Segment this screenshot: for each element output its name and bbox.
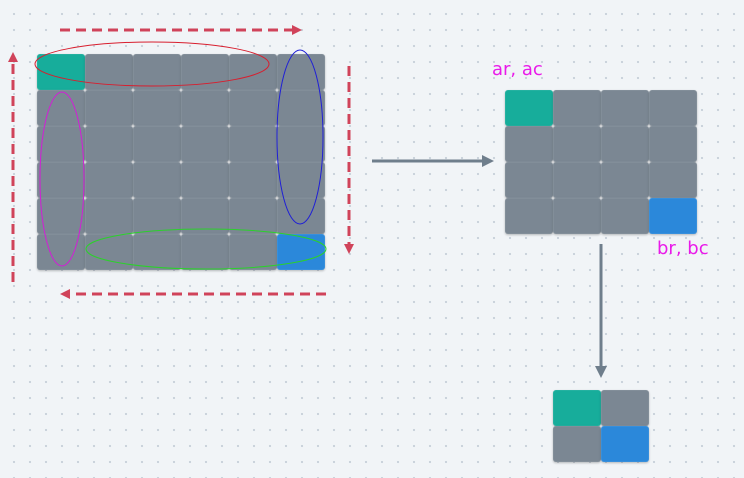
matrix-cell — [37, 234, 85, 270]
matrix-cell — [505, 162, 553, 198]
matrix-cell — [229, 162, 277, 198]
matrix-cell — [85, 234, 133, 270]
matrix-cell — [277, 54, 325, 90]
matrix-cell — [277, 162, 325, 198]
start-cell — [553, 390, 601, 426]
matrix-cell — [85, 162, 133, 198]
matrix-cell — [553, 90, 601, 126]
inner-matrix — [505, 90, 697, 234]
matrix-cell — [229, 198, 277, 234]
matrix-cell — [85, 198, 133, 234]
matrix-cell — [85, 126, 133, 162]
matrix-cell — [181, 90, 229, 126]
matrix-cell — [133, 90, 181, 126]
matrix-cell — [601, 126, 649, 162]
start-cell — [37, 54, 85, 90]
matrix-cell — [277, 198, 325, 234]
matrix-cell — [229, 234, 277, 270]
matrix-cell — [649, 126, 697, 162]
matrix-cell — [229, 126, 277, 162]
matrix-cell — [553, 198, 601, 234]
matrix-cell — [37, 126, 85, 162]
matrix-cell — [181, 126, 229, 162]
matrix-cell — [181, 54, 229, 90]
end-cell — [277, 234, 325, 270]
matrix-cell — [37, 198, 85, 234]
matrix-cell — [601, 90, 649, 126]
matrix-cell — [133, 198, 181, 234]
matrix-cell — [505, 126, 553, 162]
bottom-right-corner-label: br, bc — [657, 238, 709, 259]
matrix-cell — [37, 162, 85, 198]
end-cell — [601, 426, 649, 462]
top-left-corner-label: ar, ac — [492, 59, 543, 80]
matrix-cell — [277, 126, 325, 162]
matrix-cell — [133, 234, 181, 270]
matrix-cell — [181, 198, 229, 234]
matrix-cell — [229, 90, 277, 126]
matrix-cell — [553, 126, 601, 162]
matrix-cell — [85, 54, 133, 90]
matrix-cell — [181, 162, 229, 198]
matrix-cell — [277, 90, 325, 126]
matrix-cell — [649, 90, 697, 126]
matrix-cell — [181, 234, 229, 270]
matrix-cell — [85, 90, 133, 126]
matrix-cell — [37, 90, 85, 126]
matrix-cell — [133, 54, 181, 90]
matrix-cell — [649, 162, 697, 198]
matrix-cell — [229, 54, 277, 90]
matrix-cell — [553, 162, 601, 198]
matrix-cell — [601, 162, 649, 198]
matrix-cell — [553, 426, 601, 462]
end-cell — [649, 198, 697, 234]
matrix-cell — [601, 390, 649, 426]
outer-matrix — [37, 54, 325, 270]
matrix-cell — [505, 198, 553, 234]
matrix-cell — [133, 162, 181, 198]
innermost-matrix — [553, 390, 649, 462]
matrix-cell — [601, 198, 649, 234]
matrix-cell — [133, 126, 181, 162]
start-cell — [505, 90, 553, 126]
